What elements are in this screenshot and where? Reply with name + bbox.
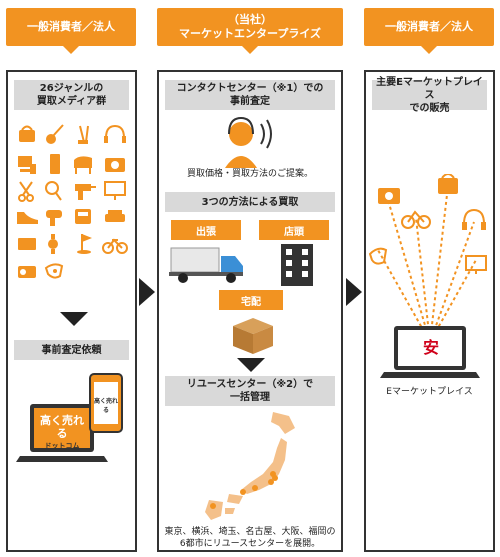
watch-icon	[48, 234, 58, 254]
monitor-icon	[104, 181, 126, 200]
genres-title-line2: 買取メディア群	[36, 96, 107, 107]
sales-title-line1: 主要Eマーケットプレイス	[376, 76, 483, 101]
left-header-text: 一般消費者／法人	[27, 20, 115, 33]
camera-icon	[105, 158, 125, 172]
fukuoka-marker	[210, 503, 216, 509]
down-arrow-left	[60, 312, 88, 326]
laptop-phone-illustration	[16, 373, 123, 462]
methods-title-text: 3つの方法による買取	[201, 196, 299, 208]
golf-flag-icon	[77, 234, 92, 254]
request-title: 事前査定依頼	[14, 340, 129, 360]
shoe-icon	[17, 212, 38, 224]
scissors-icon	[18, 181, 34, 202]
genres-title-line1: 26ジャンルの	[39, 83, 104, 94]
sales-channel-illustration	[368, 174, 487, 343]
bag-icon	[438, 174, 458, 194]
book-icon	[18, 238, 36, 250]
fridge-icon	[50, 154, 60, 174]
drill-icon	[75, 184, 96, 200]
laptop-logo-sub: ドットコム	[44, 442, 80, 450]
truck-icon	[169, 247, 243, 283]
bag-icon	[19, 125, 35, 142]
operator-icon	[225, 116, 272, 168]
method-delivery-text: 宅配	[241, 296, 261, 308]
method-delivery-tag: 宅配	[219, 290, 283, 310]
down-arrow-middle	[237, 358, 265, 372]
reuse-title-line2: 一括管理	[230, 392, 270, 403]
horn-icon	[368, 247, 388, 265]
sales-title: 主要Eマーケットプレイス での販売	[372, 77, 487, 114]
headphones-icon	[462, 208, 486, 230]
sofa-icon	[105, 210, 125, 222]
contact-title: コンタクトセンター（※1）での 事前査定	[165, 80, 335, 110]
left-column: 26ジャンルの 買取メディア群	[6, 70, 137, 552]
radio-icon	[18, 266, 36, 278]
dryer-icon	[46, 210, 62, 226]
method-visit-text: 出張	[196, 226, 216, 238]
reuse-caption-line1: 東京、横浜、埼玉、名古屋、大阪、福岡の	[164, 527, 336, 537]
pc-icon	[18, 156, 36, 174]
box-icon	[233, 318, 273, 354]
right-arrow-1	[139, 278, 155, 306]
marketplace-logo: 安	[422, 338, 439, 357]
request-title-text: 事前査定依頼	[41, 344, 102, 356]
right-header-text: 一般消費者／法人	[385, 20, 473, 33]
bicycle-icon	[102, 238, 128, 254]
contact-caption: 買取価格・買取方法のご提案。	[186, 169, 313, 179]
right-column: 主要Eマーケットプレイス での販売 安 Eマーケットプレイス	[364, 70, 495, 552]
reuse-caption-line2: 6都市にリユースセンターを展開。	[179, 539, 321, 549]
camera-icon	[378, 188, 400, 204]
monitor-icon	[465, 255, 487, 274]
magnifier-icon	[45, 181, 62, 201]
yokohama-marker	[268, 479, 274, 485]
genres-title: 26ジャンルの 買取メディア群	[14, 80, 129, 110]
nagoya-marker	[252, 485, 258, 491]
bicycle-icon	[401, 210, 431, 229]
right-arrow-2	[346, 278, 362, 306]
laptop-logo: 高く売れる ドットコム	[38, 414, 86, 453]
methods-title: 3つの方法による買取	[165, 192, 335, 212]
guitar-icon	[46, 124, 64, 144]
method-store-tag: 店頭	[259, 220, 329, 240]
sales-title-line2: での販売	[409, 102, 450, 114]
building-icon	[281, 244, 313, 286]
reuse-title-line1: リユースセンター（※2）で	[186, 379, 314, 390]
contact-title-line2: 事前査定	[230, 96, 270, 107]
piano-icon	[74, 156, 92, 174]
middle-header-line1: （当社）	[228, 13, 272, 26]
saitama-marker	[270, 471, 276, 477]
right-column-header: 一般消費者／法人	[364, 8, 494, 54]
left-column-header: 一般消費者／法人	[6, 8, 136, 54]
horn-icon	[44, 263, 64, 279]
reuse-caption: 東京、横浜、埼玉、名古屋、大阪、福岡の 6都市にリユースセンターを展開。	[161, 526, 339, 550]
laptop-logo-text: 高く売れる	[40, 414, 84, 440]
japan-map	[205, 412, 295, 520]
headphones-icon	[104, 124, 126, 143]
middle-header-line2: マーケットエンタープライズ	[178, 27, 321, 40]
osaka-marker	[240, 489, 246, 495]
marketplace-laptop	[380, 326, 480, 378]
phone-logo: 高く売れる	[94, 398, 119, 414]
middle-column-header: （当社） マーケットエンタープライズ	[157, 8, 343, 54]
train-icon	[75, 209, 91, 224]
method-visit-tag: 出張	[171, 220, 241, 240]
middle-column: コンタクトセンター（※1）での 事前査定 買取価格・買取方法のご提案。 3つの方…	[157, 70, 343, 552]
genre-icon-grid	[17, 124, 128, 279]
method-store-text: 店頭	[284, 226, 304, 238]
clubs-icon	[78, 125, 89, 144]
reuse-title: リユースセンター（※2）で 一括管理	[165, 376, 335, 406]
contact-title-line1: コンタクトセンター（※1）での	[176, 83, 324, 94]
marketplace-caption: Eマーケットプレイス	[386, 387, 473, 397]
